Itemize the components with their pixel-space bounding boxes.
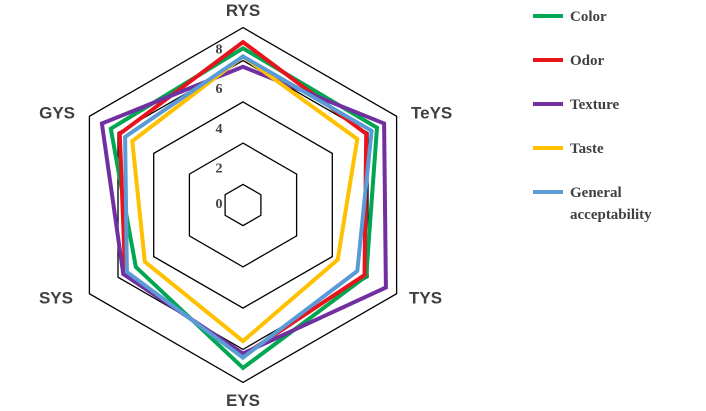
legend-label-texture: Texture (570, 97, 620, 113)
radar-grid (88, 26, 398, 384)
legend-label-color: Color (570, 9, 607, 25)
legend-label-general-acceptability: General acceptability (570, 185, 652, 223)
legend-label-general-line2: acceptability (570, 207, 652, 223)
series-line-color (108, 45, 380, 371)
legend-label-general-line1: General (570, 185, 622, 201)
grid-ring (88, 26, 398, 384)
series-line-general-acceptability (123, 54, 374, 361)
grid-ring (224, 183, 262, 227)
axis-label-rys: RYS (226, 1, 260, 20)
grid-ring (153, 101, 333, 309)
axis-label-eys: EYS (226, 391, 260, 410)
tick-label-8: 8 (216, 43, 223, 58)
series-line-texture (99, 64, 388, 356)
legend: Color Odor Texture Taste General accepta… (533, 9, 652, 223)
tick-label-2: 2 (216, 161, 223, 176)
series-lines (99, 39, 388, 371)
legend-label-taste: Taste (570, 141, 604, 157)
axis-label-tys: TYS (409, 288, 442, 307)
axis-label-teys: TeYS (411, 104, 452, 123)
grid-ring (188, 142, 298, 268)
legend-label-odor: Odor (570, 53, 605, 69)
tick-label-0: 0 (216, 197, 223, 212)
series-line-taste (130, 54, 360, 344)
axis-label-gys: GYS (39, 104, 75, 123)
tick-label-6: 6 (216, 82, 223, 97)
axis-label-sys: SYS (39, 288, 73, 307)
tick-label-4: 4 (216, 122, 223, 137)
